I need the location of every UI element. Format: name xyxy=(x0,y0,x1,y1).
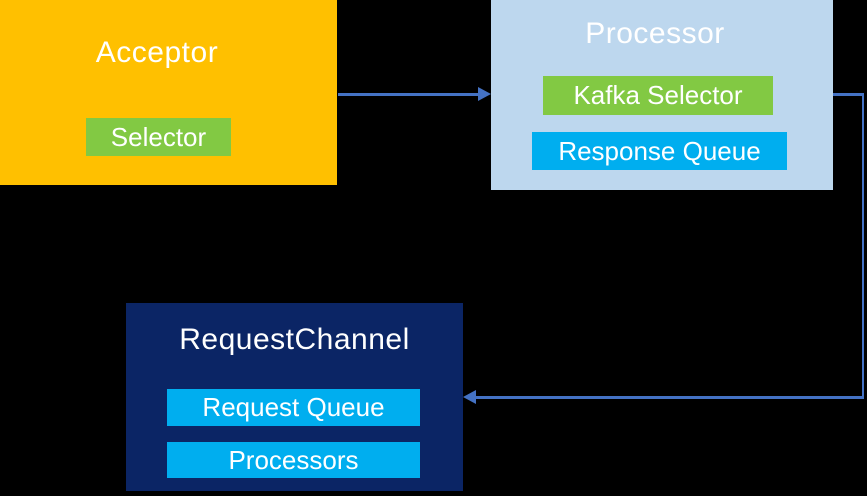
processor-to-requestchannel-arrow-segment-top xyxy=(833,93,864,96)
selector-badge: Selector xyxy=(86,118,231,156)
acceptor-to-processor-arrowhead-icon xyxy=(478,87,491,101)
kafka-selector-badge: Kafka Selector xyxy=(543,76,773,115)
processor-node: Processor Kafka Selector Response Queue xyxy=(491,0,833,190)
processors-badge: Processors xyxy=(167,442,420,478)
acceptor-node: Acceptor Selector xyxy=(0,0,337,185)
processor-to-requestchannel-arrowhead-icon xyxy=(463,390,476,404)
response-queue-badge: Response Queue xyxy=(532,132,787,170)
acceptor-title: Acceptor xyxy=(95,36,219,69)
processor-to-requestchannel-arrow-segment-bottom xyxy=(475,396,864,399)
processor-to-requestchannel-arrow-segment-vertical xyxy=(861,93,864,398)
request-channel-node: RequestChannel Request Queue Processors xyxy=(126,303,463,491)
processor-title: Processor xyxy=(585,17,725,50)
request-channel-title: RequestChannel xyxy=(179,323,410,356)
acceptor-to-processor-arrow-line xyxy=(338,93,479,96)
request-queue-badge: Request Queue xyxy=(167,389,420,426)
